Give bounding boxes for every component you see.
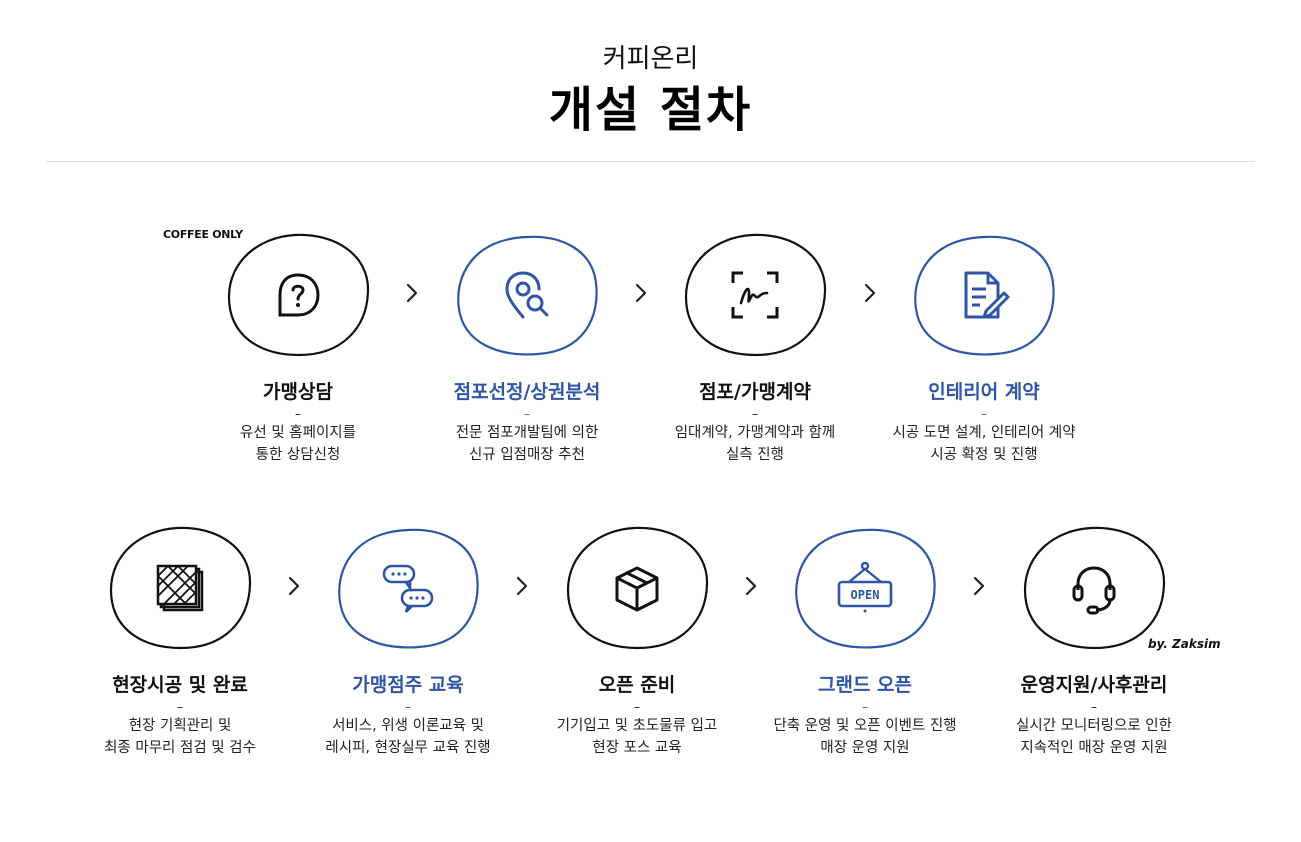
step-description: 유선 및 홈페이지를 통한 상담신청 [240, 425, 356, 463]
step-dash: – [862, 700, 868, 714]
page-subtitle: 커피온리 [602, 44, 699, 74]
chevron-right-icon [969, 575, 989, 603]
step-dash: – [634, 700, 640, 714]
step-title: 현장시공 및 완료 [112, 674, 248, 696]
step-circle [562, 524, 712, 652]
step-dash: – [1091, 700, 1097, 714]
step-title: 그랜드 오픈 [817, 674, 912, 696]
step-dash: – [752, 407, 758, 421]
chevron-right-icon [631, 282, 651, 310]
step-title: 인테리어 계약 [928, 381, 1040, 403]
step-description: 현장 기획관리 및 최종 마무리 점검 및 검수 [104, 718, 256, 756]
step-description: 임대계약, 가맹계약과 함께 실측 진행 [674, 425, 836, 463]
step-description: 시공 도면 설계, 인테리어 계약 시공 확정 및 진행 [892, 425, 1076, 463]
step-description: 단축 운영 및 오픈 이벤트 진행 매장 운영 지원 [773, 718, 957, 756]
step-description: 전문 점포개발팀에 의한 신규 입점매장 추천 [455, 425, 599, 463]
step-description: 실시간 모니터링으로 인한 지속적인 매장 운영 지원 [1016, 718, 1172, 756]
step-title: 점포/가맹계약 [699, 381, 811, 403]
step-title: 운영지원/사후관리 [1020, 674, 1168, 696]
step-circle [680, 231, 830, 359]
chevron-right-icon [512, 575, 532, 603]
step-circle [223, 231, 373, 359]
step-circle [909, 231, 1059, 359]
header-divider [46, 161, 1254, 162]
chevron-right-icon [741, 575, 761, 603]
step-description: 기기입고 및 초도물류 입고 현장 포스 교육 [556, 718, 718, 756]
step-description: 서비스, 위생 이론교육 및 레시피, 현장실무 교육 진행 [325, 718, 491, 756]
step-title: 가맹점주 교육 [352, 674, 464, 696]
page-title: 개설 절차 [548, 82, 753, 138]
open-sign-text: OPEN [851, 588, 880, 602]
chevron-right-icon [284, 575, 304, 603]
signature-text: by. Zaksim [1148, 637, 1221, 651]
chevron-right-icon [860, 282, 880, 310]
step-circle [105, 524, 255, 652]
step-title: 오픈 준비 [598, 674, 676, 696]
step-dash: – [524, 407, 530, 421]
step-circle: OPEN [790, 524, 940, 652]
step-title: 점포선정/상권분석 [453, 381, 601, 403]
step-dash: – [981, 407, 987, 421]
step-circle [1019, 524, 1169, 652]
step-dash: – [177, 700, 183, 714]
step-circle [333, 524, 483, 652]
step-circle [452, 231, 602, 359]
brand-logo-text: COFFEE ONLY [163, 228, 243, 241]
step-dash: – [405, 700, 411, 714]
step-title: 가맹상담 [263, 381, 333, 403]
chevron-right-icon [402, 282, 422, 310]
step-dash: – [295, 407, 301, 421]
